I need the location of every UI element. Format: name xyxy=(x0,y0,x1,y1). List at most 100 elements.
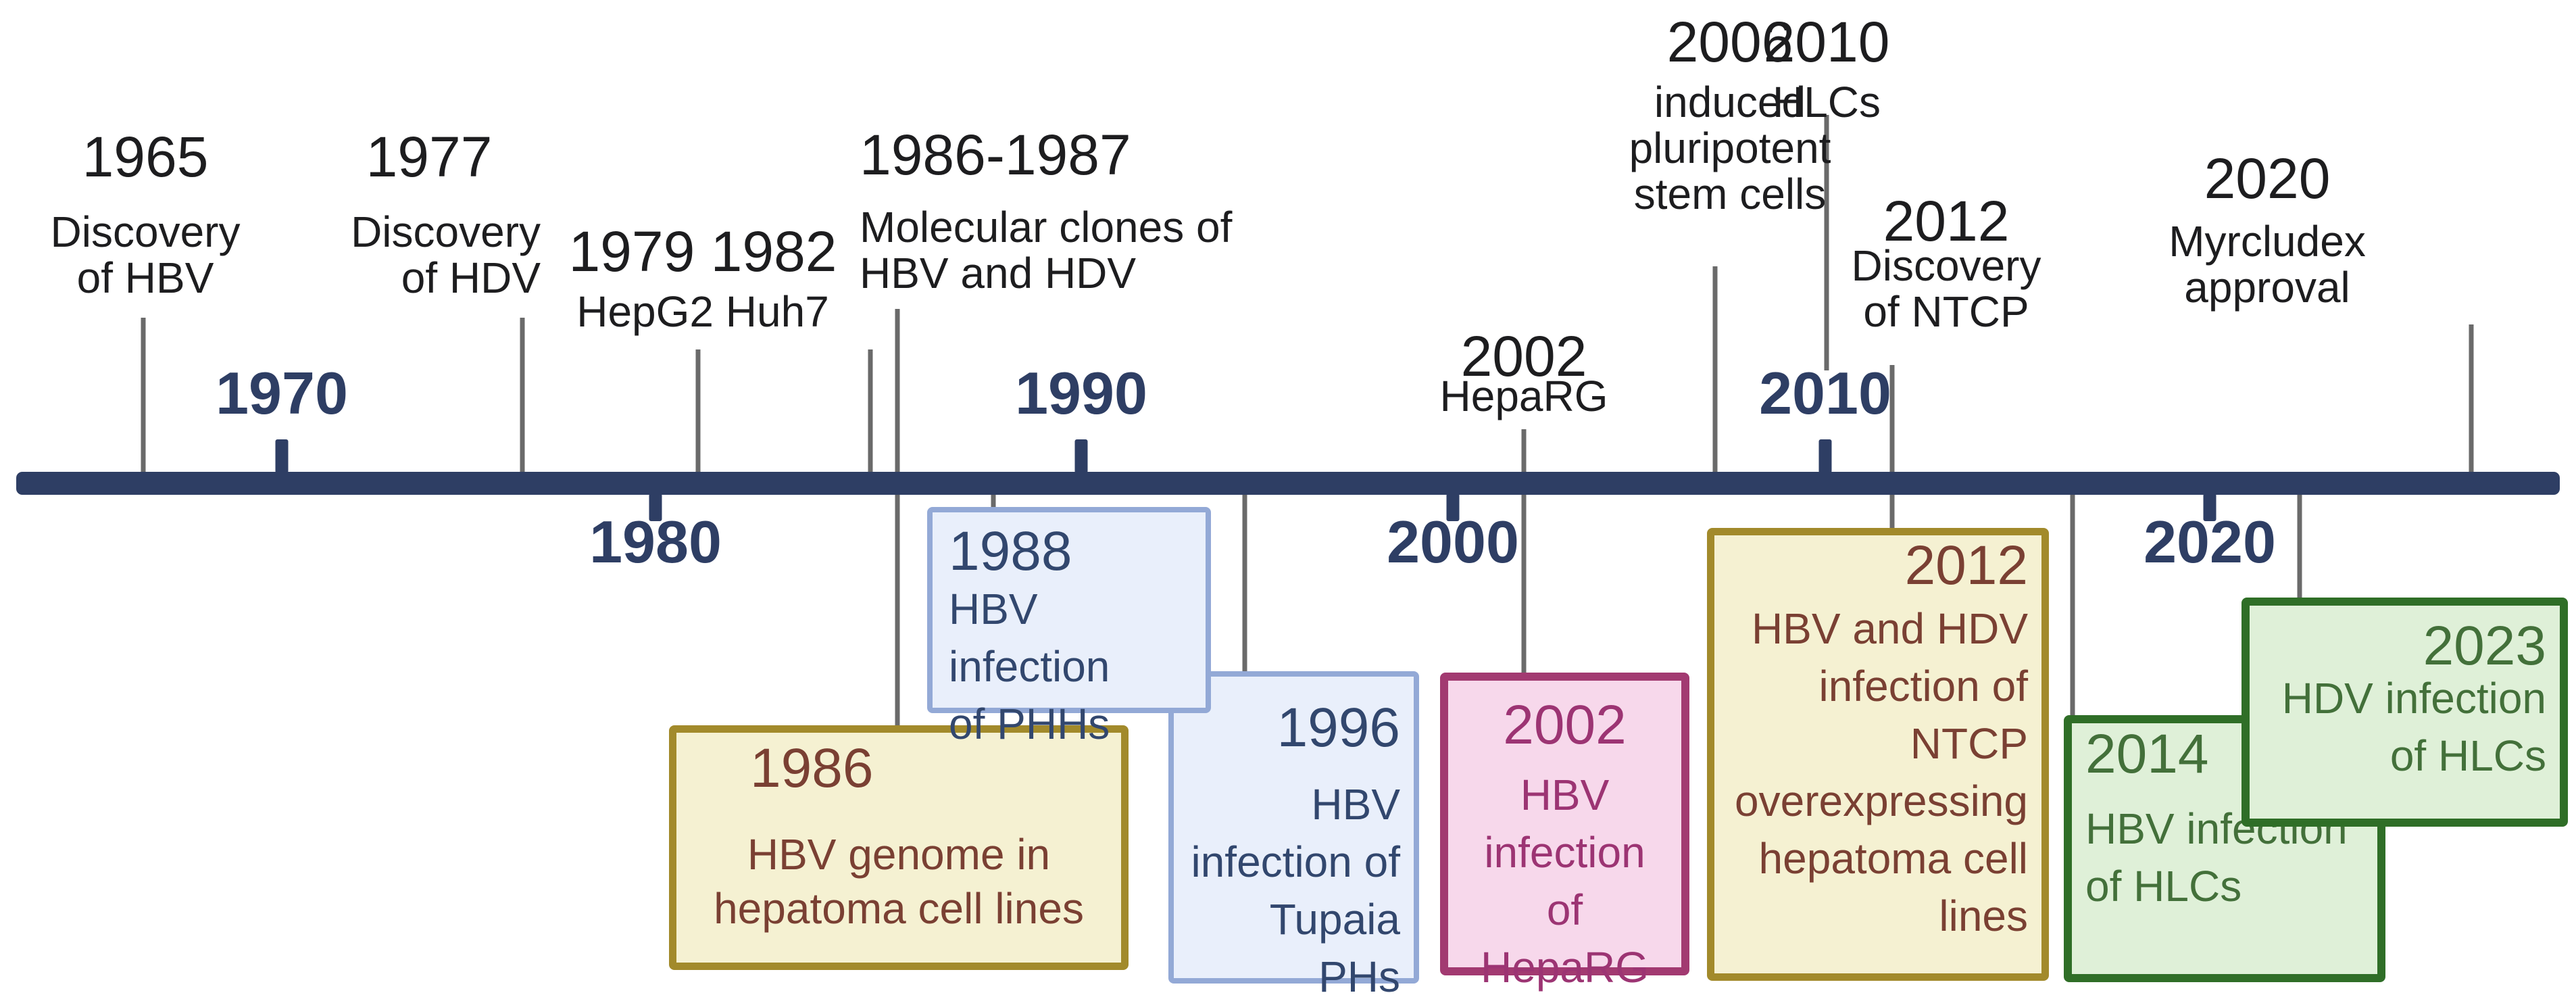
decade-label: 2000 xyxy=(1387,508,1519,575)
box-label: HBV genome in hepatoma cell lines xyxy=(686,827,1112,936)
box-2012-ntcp-hepatoma: 2012 HBV and HDV infection of NTCP overe… xyxy=(1707,528,2049,981)
connector-line-2020-myrcludex xyxy=(2469,324,2474,473)
event-label: Molecular clones of HBV and HDV xyxy=(860,204,1333,296)
event-label-line: induced xyxy=(1654,78,1806,126)
event-label-line: HepaRG xyxy=(1439,372,1608,420)
event-year: 1965 xyxy=(82,125,209,189)
event-label: Discovery of HBV xyxy=(10,209,280,301)
event-label-line: approval xyxy=(2184,263,2350,312)
decade-tick xyxy=(2203,493,2216,521)
event-2006-ipsc: 2006 induced pluripotent stem cells xyxy=(1561,14,1899,217)
decade-tick xyxy=(1818,439,1832,473)
event-year: 2012 xyxy=(1883,189,2010,253)
box-label-line: HBV and HDV xyxy=(1751,604,2028,653)
box-label: HDV infection of HLCs xyxy=(2263,670,2546,785)
event-label-line: HepG2 Huh7 xyxy=(576,287,829,336)
box-label-line: infection of xyxy=(1191,838,1400,886)
connector-line-box-2023 xyxy=(2297,495,2302,600)
connector-line-box-1996 xyxy=(1242,495,1247,674)
event-label: HLCs xyxy=(1691,79,1962,125)
event-2012-discovery-ntcp: 2012 Discovery of NTCP xyxy=(1777,193,2115,335)
box-year: 2002 xyxy=(1503,694,1627,756)
event-year: 2002 xyxy=(1460,324,1587,388)
connector-line-2012-ntcp xyxy=(1889,365,1895,531)
box-label-line: Tupaia PHs xyxy=(1269,895,1400,995)
decade-label: 1990 xyxy=(1015,360,1147,427)
box-year: 2012 xyxy=(1904,535,2028,596)
box-label-line: NTCP xyxy=(1910,719,2028,768)
box-label-line: HDV infection xyxy=(2281,674,2546,723)
box-label-line: of HLCs xyxy=(2085,862,2242,911)
connector-line-1979 xyxy=(695,349,701,473)
box-label-line: infection xyxy=(1484,828,1645,877)
event-label-line: Discovery xyxy=(1851,241,2041,290)
connector-line-box-1988 xyxy=(991,495,996,510)
connector-line-2006 xyxy=(1712,266,1718,473)
box-2023-hdv-hlcs: 2023 HDV infection of HLCs xyxy=(2241,598,2568,827)
event-year: 1977 xyxy=(366,125,493,189)
decade-tick xyxy=(1074,439,1088,473)
decade-label: 1970 xyxy=(216,360,348,427)
event-label-line: of HDV xyxy=(401,253,541,302)
decade-tick xyxy=(649,493,662,521)
event-label: Myrcludex approval xyxy=(2098,218,2436,310)
connector-line-2010-hlcs xyxy=(1824,115,1829,370)
box-label: HBV infection of PHHs xyxy=(949,581,1189,753)
connector-line-1965 xyxy=(141,318,146,473)
decade-label: 2010 xyxy=(1759,360,1891,427)
box-year: 1996 xyxy=(1277,697,1400,758)
timeline-bar xyxy=(16,472,2560,495)
event-1965-discovery-hbv: 1965 Discovery of HBV xyxy=(10,128,280,301)
connector-line-1977 xyxy=(520,318,525,473)
connector-line-box-2014 xyxy=(2070,495,2075,718)
box-year: 1988 xyxy=(949,520,1072,582)
box-label-line: hepatoma cell xyxy=(1758,834,2028,883)
event-label-line: stem cells xyxy=(1633,170,1827,218)
box-label: HBV infection of HepaRG xyxy=(1459,767,1670,995)
connector-line-2002-heparg xyxy=(1521,429,1527,675)
event-year: 1979 1982 xyxy=(568,220,837,283)
event-label-line: Myrcludex xyxy=(2169,217,2366,266)
event-year: 2020 xyxy=(2204,147,2331,210)
box-label: HBV and HDV infection of NTCP overexpres… xyxy=(1728,600,2028,945)
event-label-line: Discovery xyxy=(351,208,541,256)
box-label-line: HBV xyxy=(1311,780,1400,829)
event-label-line: Discovery xyxy=(50,208,241,256)
event-label-line: Molecular clones of xyxy=(860,203,1233,251)
event-label: HepaRG xyxy=(1389,373,1659,419)
box-label: HBV infection of Tupaia PHs xyxy=(1187,776,1400,995)
box-label-line: lines xyxy=(1939,892,2028,940)
event-2002-heparg: 2002 HepaRG xyxy=(1389,328,1659,419)
box-label-line: of HLCs xyxy=(2389,731,2546,780)
event-label-line: of HBV xyxy=(76,253,214,302)
event-2010-hlcs: 2010 HLCs xyxy=(1691,14,1962,125)
event-label-line: pluripotent xyxy=(1629,124,1831,172)
event-1977-discovery-hdv: 1977 Discovery of HDV xyxy=(237,128,541,301)
event-1986-1987-molecular-clones: 1986-1987 Molecular clones of HBV and HD… xyxy=(860,126,1333,296)
decade-tick xyxy=(1446,493,1460,521)
box-label-line: of HepaRG xyxy=(1481,885,1649,992)
box-1986-hbv-genome: 1986 HBV genome in hepatoma cell lines xyxy=(669,725,1129,970)
event-year: 1986-1987 xyxy=(860,123,1131,187)
event-label: Discovery of HDV xyxy=(237,209,541,301)
box-label-line: HBV genome in xyxy=(747,830,1051,879)
event-label: Discovery of NTCP xyxy=(1777,243,2115,335)
box-label-line: HBV xyxy=(1520,771,1610,819)
decade-tick xyxy=(275,439,289,473)
box-1996-tupaia-phs: 1996 HBV infection of Tupaia PHs xyxy=(1168,671,1419,995)
event-label: induced pluripotent stem cells xyxy=(1561,79,1899,217)
box-1988-hbv-phhs: 1988 HBV infection of PHHs xyxy=(927,507,1211,748)
box-label-line: infection of xyxy=(1818,662,2028,710)
event-label-line: HLCs xyxy=(1772,78,1881,126)
box-label-line: HBV infection xyxy=(949,585,1110,691)
event-year: 2006 xyxy=(1666,10,1793,74)
event-label-line: of NTCP xyxy=(1863,287,2029,336)
event-year: 2010 xyxy=(1763,10,1890,74)
box-2002-hbv-heparg: 2002 HBV infection of HepaRG xyxy=(1440,673,1689,992)
event-label: HepG2 Huh7 xyxy=(534,289,872,335)
event-1979-1982-hepg2-huh7: 1979 1982 HepG2 Huh7 xyxy=(534,223,872,335)
box-label-line: of PHHs xyxy=(949,700,1110,748)
connector-line-1986-1987 xyxy=(895,309,900,728)
event-label-line: HBV and HDV xyxy=(860,249,1137,297)
